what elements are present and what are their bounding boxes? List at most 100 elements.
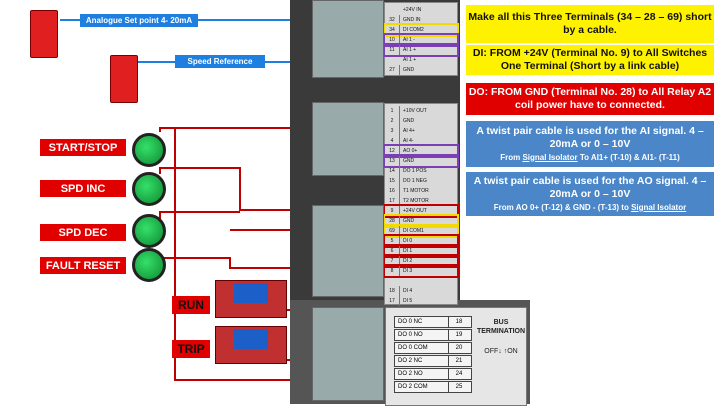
bus-termination-switch[interactable]: OFF↓ ↑ON xyxy=(484,348,518,355)
terminal-number: 8 xyxy=(385,266,400,276)
terminal-name: DI COM1 xyxy=(403,228,424,234)
note-short-terminals: Make all this Three Terminals (34 – 28 –… xyxy=(466,5,714,43)
bus-row-number: 20 xyxy=(455,345,463,351)
terminal-name: DO 1 POS xyxy=(403,168,427,174)
terminal-name: AO 0+ xyxy=(403,148,418,154)
bus-row-name: DO 0 COM xyxy=(395,343,449,353)
terminal-name: +10V OUT xyxy=(403,108,427,114)
terminal-number: 14 xyxy=(385,166,400,176)
terminal-label: 9+24V OUT xyxy=(383,204,459,218)
terminal-number: 27 xyxy=(385,65,400,75)
spd-dec-button[interactable] xyxy=(132,214,166,248)
terminal-number: 9 xyxy=(385,206,400,216)
note-ao-main: A twist pair cable is used for the AO si… xyxy=(473,174,707,200)
note-di-24v: DI: FROM +24V (Terminal No. 9) to All Sw… xyxy=(466,45,714,75)
terminal-number: 11 xyxy=(385,45,400,55)
bus-row-number: 25 xyxy=(455,384,463,390)
terminal-block-top xyxy=(312,0,384,78)
terminal-name: AI 4- xyxy=(403,138,414,144)
terminal-name: AI 1 + xyxy=(403,57,417,63)
note-ai-to: To AI1+ (T-10) & AI1- (T-11) xyxy=(577,152,680,162)
fault-reset-button[interactable] xyxy=(132,248,166,282)
terminal-number: 1 xyxy=(385,106,400,116)
analogue-setpoint-label: Analogue Set point 4- 20mA xyxy=(80,14,198,27)
terminal-number: 12 xyxy=(385,146,400,156)
terminal-name: GND xyxy=(403,158,415,164)
bus-row-name: DO 2 NC xyxy=(395,356,449,366)
terminal-name: T1 MOTOR xyxy=(403,188,429,194)
run-relay-board xyxy=(215,280,287,318)
bus-termination-title: BUS TERMINATION xyxy=(476,319,526,335)
terminal-label: 1+10V OUT xyxy=(385,106,457,116)
terminal-name xyxy=(400,278,403,284)
wire-spd-inc xyxy=(159,167,320,211)
terminal-number: 17 xyxy=(385,196,400,206)
terminal-number: 34 xyxy=(385,25,400,35)
terminal-name: +24V IN xyxy=(403,7,422,13)
run-relay-label: RUN xyxy=(172,296,210,314)
fault-reset-label: FAULT RESET xyxy=(40,257,126,274)
terminal-number: 5 xyxy=(385,236,400,246)
terminal-name: AI 1 - xyxy=(403,37,415,43)
spd-inc-button[interactable] xyxy=(132,172,166,206)
start-stop-label: START/STOP xyxy=(40,139,126,156)
terminal-name: +24V OUT xyxy=(403,208,427,214)
terminal-name: DI 0 xyxy=(403,238,413,244)
terminal-label: +24V IN xyxy=(385,5,457,15)
bus-row-number: 21 xyxy=(455,358,463,364)
bus-row-name: DO 0 NO xyxy=(395,330,449,340)
signal-isolator-2 xyxy=(110,55,138,103)
spd-dec-label: SPD DEC xyxy=(40,224,126,241)
bus-row-number: 19 xyxy=(455,332,463,338)
bus-row: DO 0 NO 19 xyxy=(394,329,472,341)
bus-row: DO 2 COM 25 xyxy=(394,381,472,393)
note-ao-twisted-pair: A twist pair cable is used for the AO si… xyxy=(466,172,714,216)
terminal-number: 6 xyxy=(385,246,400,256)
terminal-label xyxy=(385,276,457,286)
terminal-name: GND xyxy=(403,218,415,224)
terminal-label: AI 1 + xyxy=(385,55,457,65)
bus-row-name: DO 0 NC xyxy=(395,317,449,327)
bus-row-name: DO 2 COM xyxy=(395,382,449,392)
note-ao-isolator-link: Signal Isolator xyxy=(631,202,687,212)
terminal-name: AI 1 + xyxy=(403,47,417,53)
terminal-block-di xyxy=(312,205,384,297)
terminal-name: DI COM2 xyxy=(403,27,424,33)
speed-reference-label: Speed Reference xyxy=(175,55,265,68)
terminal-name: DI 3 xyxy=(403,268,413,274)
note-ao-detail: From AO 0+ (T-12) & GND - (T-13) to Sign… xyxy=(466,201,714,214)
terminal-name: AI 4+ xyxy=(403,128,415,134)
terminal-name: DI 5 xyxy=(403,298,413,304)
note-ai-from: From xyxy=(500,152,523,162)
note-ai-isolator-link: Signal Isolator xyxy=(522,152,578,162)
spd-inc-label: SPD INC xyxy=(40,180,126,197)
note-ao-from: From AO 0+ (T-12) & GND - (T-13) to xyxy=(493,202,632,212)
note-ai-twisted-pair: A twist pair cable is used for the AI si… xyxy=(466,121,714,167)
bus-row: DO 2 NC 21 xyxy=(394,355,472,367)
bus-row: DO 0 COM 20 xyxy=(394,342,472,354)
terminal-number: 13 xyxy=(385,156,400,166)
start-stop-button[interactable] xyxy=(132,133,166,167)
trip-relay-board xyxy=(215,326,287,364)
terminal-name: GND xyxy=(403,67,415,73)
terminal-number: 18 xyxy=(385,286,400,296)
